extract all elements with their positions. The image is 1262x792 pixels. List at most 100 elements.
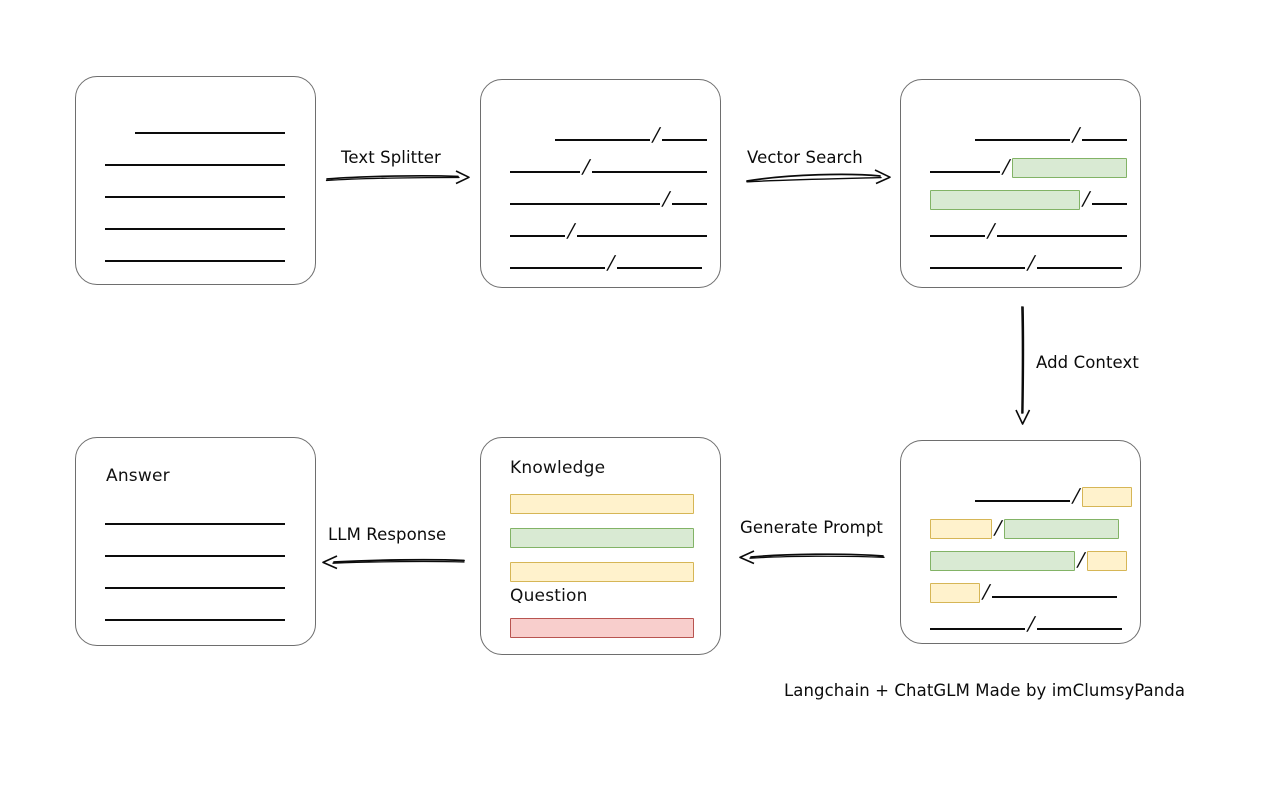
knowledge-bar-3: [510, 562, 694, 582]
knowledge-bar-1: [510, 494, 694, 514]
text-line-segment: [105, 164, 285, 166]
split-slash: /: [1025, 613, 1037, 635]
edge-arrow-vector-search: [745, 165, 895, 195]
document-row: /: [930, 120, 1128, 146]
text-line-segment: [105, 587, 285, 589]
highlight-chip-green: [930, 551, 1075, 571]
text-line-segment: [1082, 139, 1128, 141]
split-slash: /: [565, 220, 577, 242]
text-line-segment: [105, 260, 285, 262]
document-row: [105, 504, 285, 526]
split-slash: /: [985, 220, 997, 242]
document-row: [105, 600, 285, 622]
text-line-segment: [975, 139, 1070, 141]
split-slash: /: [1080, 188, 1092, 210]
text-line-segment: [992, 596, 1118, 598]
split-slash: /: [1025, 252, 1037, 274]
matched-document-rows: / / / / /: [901, 80, 1140, 287]
knowledge-bar-2: [510, 528, 694, 548]
text-line-segment: [592, 171, 708, 173]
split-slash: /: [1070, 485, 1082, 507]
document-row: [105, 113, 285, 135]
highlight-chip-yellow: [1087, 551, 1128, 571]
document-row: /: [510, 216, 708, 242]
node-context-document[interactable]: / / / / /: [900, 440, 1141, 644]
text-line-segment: [510, 267, 605, 269]
source-document-rows: [76, 77, 315, 284]
node-split-document[interactable]: / / / / /: [480, 79, 721, 288]
document-row: /: [510, 248, 703, 274]
node-prompt[interactable]: Knowledge Question: [480, 437, 721, 655]
highlight-chip-yellow: [930, 519, 992, 539]
document-row: /: [930, 577, 1118, 603]
text-line-segment: [510, 235, 565, 237]
document-row: /: [510, 184, 708, 210]
text-line-segment: [105, 196, 285, 198]
split-document-rows: / / / / /: [481, 80, 720, 287]
node-source-document[interactable]: [75, 76, 316, 285]
text-line-segment: [105, 228, 285, 230]
document-row: /: [930, 609, 1123, 635]
footer-credit: Langchain + ChatGLM Made by imClumsyPand…: [784, 681, 1186, 700]
document-row: /: [510, 152, 708, 178]
text-line-segment: [930, 171, 1000, 173]
document-row: [105, 241, 285, 263]
document-row: /: [930, 248, 1123, 274]
text-line-segment: [930, 628, 1025, 630]
document-row: /: [930, 216, 1128, 242]
edge-label-text-splitter: Text Splitter: [341, 148, 441, 167]
split-slash: /: [1000, 156, 1012, 178]
document-row: [105, 209, 285, 231]
highlight-chip-green: [930, 190, 1080, 210]
split-slash: /: [1070, 124, 1082, 146]
prompt-knowledge-heading: Knowledge: [510, 458, 606, 478]
document-row: /: [930, 481, 1133, 507]
context-document-rows: / / / / /: [901, 441, 1140, 643]
document-row: /: [930, 513, 1120, 539]
answer-heading: Answer: [106, 466, 170, 486]
node-matched-document[interactable]: / / / / /: [900, 79, 1141, 288]
split-slash: /: [660, 188, 672, 210]
edge-arrow-generate-prompt: [735, 545, 890, 575]
document-row: [105, 177, 285, 199]
edge-label-llm-response: LLM Response: [328, 525, 447, 544]
document-row: [105, 568, 285, 590]
text-line-segment: [662, 139, 708, 141]
text-line-segment: [930, 267, 1025, 269]
split-slash: /: [1075, 549, 1087, 571]
text-line-segment: [672, 203, 708, 205]
text-line-segment: [510, 203, 660, 205]
document-row: /: [930, 184, 1128, 210]
document-row: [105, 536, 285, 558]
text-line-segment: [510, 171, 580, 173]
edge-arrow-llm-response: [318, 550, 468, 580]
document-row: /: [930, 152, 1128, 178]
document-row: /: [930, 545, 1128, 571]
node-answer[interactable]: Answer: [75, 437, 316, 646]
text-line-segment: [105, 619, 285, 621]
edge-arrow-add-context: [1008, 305, 1042, 431]
text-line-segment: [975, 500, 1070, 502]
text-line-segment: [930, 235, 985, 237]
split-slash: /: [605, 252, 617, 274]
edge-arrow-text-splitter: [325, 165, 475, 195]
text-line-segment: [105, 555, 285, 557]
document-row: [105, 145, 285, 167]
text-line-segment: [135, 132, 285, 134]
text-line-segment: [555, 139, 650, 141]
text-line-segment: [617, 267, 703, 269]
highlight-chip-green: [1004, 519, 1120, 539]
highlight-chip-yellow: [1082, 487, 1133, 507]
highlight-chip-green: [1012, 158, 1128, 178]
text-line-segment: [997, 235, 1128, 237]
split-slash: /: [980, 581, 992, 603]
edge-label-generate-prompt: Generate Prompt: [740, 518, 883, 537]
answer-rows: [76, 504, 315, 645]
split-slash: /: [992, 517, 1004, 539]
split-slash: /: [580, 156, 592, 178]
text-line-segment: [1037, 628, 1123, 630]
text-line-segment: [577, 235, 708, 237]
edge-label-vector-search: Vector Search: [747, 148, 863, 167]
document-row: /: [510, 120, 708, 146]
